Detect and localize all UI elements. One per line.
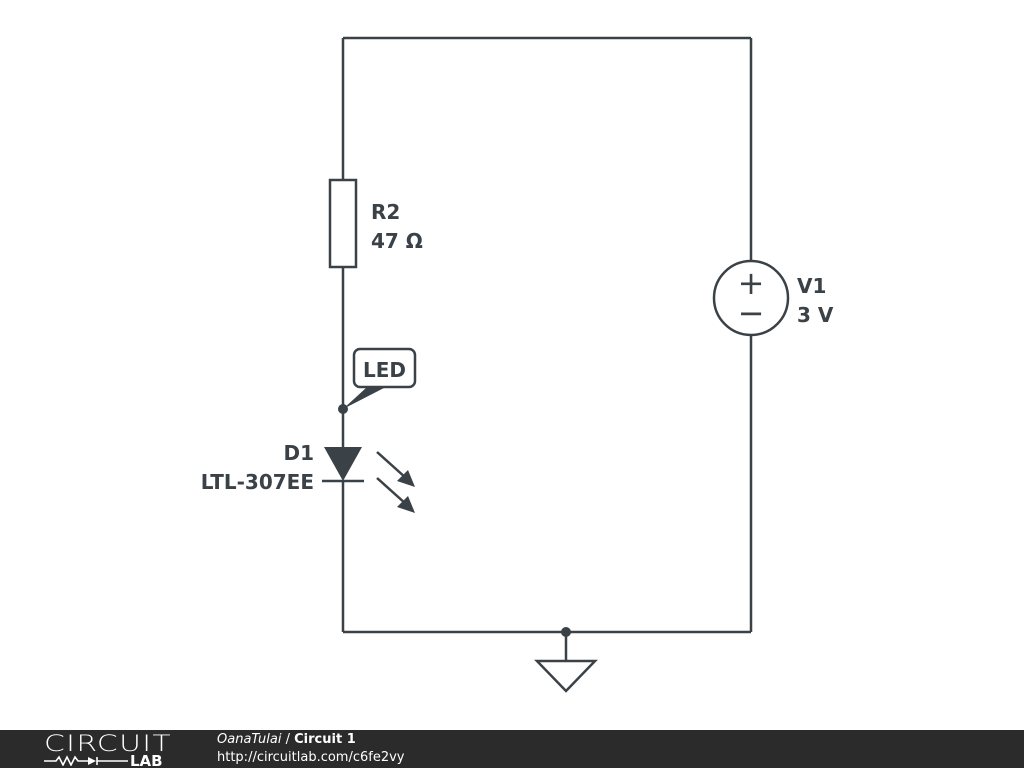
logo-wordmark-bottom: LAB (130, 752, 163, 766)
led-tag-callout: LED (343, 347, 417, 409)
junction-dot-ground (561, 627, 571, 637)
circuit-title[interactable]: Circuit 1 (294, 732, 356, 747)
source-value-label: 3 V (797, 303, 834, 327)
resistor-ref-label: R2 (371, 200, 400, 224)
circuitlab-logo[interactable]: CIRCUIT LAB (44, 732, 176, 766)
circuit-url-link[interactable]: http://circuitlab.com/c6fe2vy (217, 750, 405, 765)
footer-bar: CIRCUIT LAB OanaTulai / Circuit 1 http:/… (0, 730, 1024, 768)
resistor-r2[interactable] (328, 178, 358, 269)
circuit-schematic: + − LED R2 47 Ω V1 3 V D1 LTL-307EE (201, 36, 834, 693)
diode-part-label: LTL-307EE (201, 470, 314, 494)
source-minus-sign: − (738, 294, 765, 332)
led-tag-label: LED (363, 358, 406, 382)
source-ref-label: V1 (797, 274, 826, 298)
source-plus-sign: + (738, 264, 765, 302)
led-diode-d1[interactable] (322, 447, 364, 483)
resistor-squiggle-icon (44, 755, 88, 766)
junction-dot-led (338, 404, 348, 414)
voltage-source-v1[interactable]: + − (712, 259, 790, 337)
logo-wordmark-top: CIRCUIT (44, 732, 172, 757)
diode-ref-label: D1 (283, 441, 314, 465)
ground-symbol[interactable] (534, 659, 598, 693)
author-separator: / (281, 732, 295, 747)
light-emission-arrows (376, 451, 415, 513)
diode-icon (88, 757, 128, 765)
author-username[interactable]: OanaTulai (217, 732, 282, 747)
circuit-author-line: OanaTulai / Circuit 1 (217, 732, 356, 748)
resistor-value-label: 47 Ω (371, 229, 423, 253)
